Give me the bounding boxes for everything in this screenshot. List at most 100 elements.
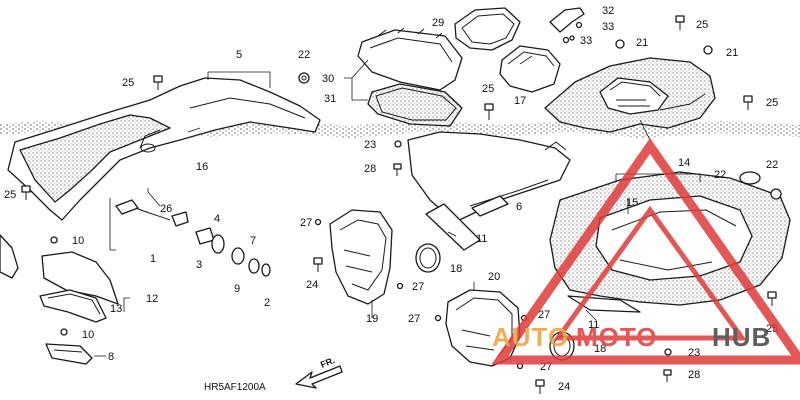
callout-7: 7 bbox=[250, 235, 256, 247]
watermark-brand-mid: MOTO bbox=[576, 322, 658, 352]
callout-27b: 27 bbox=[412, 281, 424, 293]
part-25-bolt-e bbox=[21, 185, 31, 200]
callout-25: 25 bbox=[122, 77, 134, 89]
watermark-brand-left: AUTO bbox=[492, 322, 569, 352]
callout-18b: 18 bbox=[594, 343, 606, 355]
callout-16: 16 bbox=[196, 161, 208, 173]
callout-27a: 27 bbox=[300, 217, 312, 229]
harness-group bbox=[109, 198, 271, 277]
front-direction-arrow: FR. bbox=[295, 355, 343, 389]
callout-26: 26 bbox=[160, 203, 172, 215]
callout-17: 17 bbox=[514, 95, 526, 107]
part-17-cover bbox=[499, 45, 561, 93]
callout-6: 6 bbox=[516, 201, 522, 213]
callout-32: 32 bbox=[602, 5, 614, 17]
callout-28a: 28 bbox=[364, 163, 376, 175]
callout-4: 4 bbox=[214, 213, 220, 225]
callout-9: 9 bbox=[234, 283, 240, 295]
part-27-screw-b bbox=[396, 282, 404, 290]
part-33-screw-a bbox=[575, 21, 583, 29]
direction-label: FR. bbox=[319, 355, 336, 370]
callout-18a: 18 bbox=[450, 263, 462, 275]
part-32-clip bbox=[549, 7, 585, 33]
part-23-screw-a bbox=[394, 140, 402, 148]
part-19-air-box bbox=[329, 209, 393, 305]
callout-28b: 28 bbox=[688, 369, 700, 381]
callout-21a: 21 bbox=[636, 37, 648, 49]
callout-24a: 24 bbox=[306, 279, 318, 291]
diagram-code: HR5AF1200A bbox=[204, 382, 266, 393]
part-28-bolt-a bbox=[393, 163, 402, 176]
callout-25d: 25 bbox=[766, 97, 778, 109]
part-10-clip-b bbox=[60, 328, 68, 336]
callout-3: 3 bbox=[196, 259, 202, 271]
callout-27c: 27 bbox=[408, 313, 420, 325]
part-29-meter-housing bbox=[454, 7, 521, 51]
fasteners bbox=[21, 15, 782, 394]
part-26-coupler bbox=[171, 211, 189, 227]
callout-33a: 33 bbox=[602, 21, 614, 33]
watermark-triangle-inner bbox=[553, 205, 747, 341]
part-25-bolt-b bbox=[675, 15, 685, 30]
part-1-connector bbox=[115, 199, 139, 215]
callout-29: 29 bbox=[432, 17, 444, 29]
watermark-brand-right: HUB bbox=[712, 322, 771, 352]
callout-5: 5 bbox=[236, 49, 242, 61]
part-16-rear-fender bbox=[0, 77, 321, 279]
part-7-washer bbox=[248, 258, 260, 274]
callout-22b: 22 bbox=[714, 169, 726, 181]
part-24-bolt-a bbox=[313, 257, 323, 272]
callouts: 5 25 22 30 31 29 32 33 33 25 21 21 25 17… bbox=[4, 5, 778, 393]
part-11-pad-a bbox=[425, 203, 481, 251]
callout-25e: 25 bbox=[4, 189, 16, 201]
callout-13: 13 bbox=[110, 303, 122, 315]
part-25-bolt-d bbox=[743, 95, 753, 110]
callout-24b: 24 bbox=[558, 381, 570, 393]
upper-right-panel bbox=[544, 57, 716, 133]
callout-10b: 10 bbox=[82, 329, 94, 341]
part-22-nut bbox=[298, 72, 310, 84]
part-25-bolt-f bbox=[767, 291, 777, 306]
part-21-nut-b bbox=[703, 45, 713, 55]
watermark-logo: AUTO MOTO HUB bbox=[491, 138, 800, 365]
part-12-lid bbox=[41, 251, 119, 305]
part-4-cap bbox=[211, 234, 225, 254]
part-25-bolt-c bbox=[484, 103, 494, 120]
callout-25c: 25 bbox=[482, 83, 494, 95]
part-9-bush bbox=[231, 247, 245, 265]
callout-27d: 27 bbox=[538, 309, 550, 321]
callout-1: 1 bbox=[150, 253, 156, 265]
part-27-screw-a bbox=[314, 218, 322, 226]
callout-22: 22 bbox=[298, 49, 310, 61]
callout-15: 15 bbox=[626, 197, 638, 209]
callout-12: 12 bbox=[146, 293, 158, 305]
part-24-bolt-b bbox=[535, 379, 545, 394]
callout-23a: 23 bbox=[364, 139, 376, 151]
callout-8: 8 bbox=[108, 351, 114, 363]
part-25-bolt-a bbox=[153, 75, 163, 90]
callout-25b: 25 bbox=[696, 19, 708, 31]
part-23-screw-b bbox=[664, 348, 672, 356]
callout-2: 2 bbox=[264, 297, 270, 309]
part-30-tray bbox=[357, 27, 463, 91]
part-21-nut-a bbox=[615, 39, 625, 49]
callout-31: 31 bbox=[324, 93, 336, 105]
part-13-seal bbox=[39, 289, 107, 323]
part-10-clip-a bbox=[50, 236, 58, 244]
part-6-center-panel bbox=[407, 131, 571, 223]
leader-lines bbox=[94, 55, 701, 357]
callout-14: 14 bbox=[678, 157, 690, 169]
part-28-bolt-b bbox=[663, 369, 672, 382]
part-3-grommet bbox=[195, 227, 215, 245]
callout-10a: 10 bbox=[72, 235, 84, 247]
callout-19: 19 bbox=[366, 313, 378, 325]
callout-22c: 22 bbox=[766, 159, 778, 171]
part-2-washer bbox=[261, 263, 271, 277]
callout-33b: 33 bbox=[580, 35, 592, 47]
part-22-grommet bbox=[739, 171, 761, 185]
callout-30: 30 bbox=[322, 73, 334, 85]
part-22-nut-b bbox=[770, 188, 782, 200]
watermark-triangle-outer bbox=[491, 138, 800, 365]
part-33-screw-b bbox=[562, 36, 570, 44]
